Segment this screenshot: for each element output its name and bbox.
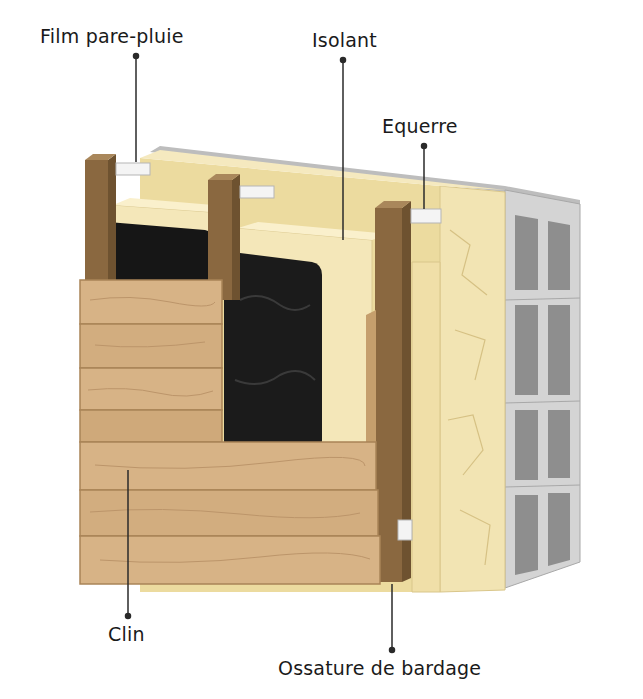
part-label: Film pare-pluie [40, 24, 184, 48]
leader-line [126, 54, 427, 653]
insulation-texture [448, 230, 490, 565]
cladding-batten [85, 154, 116, 300]
part-label: Isolant [312, 28, 377, 52]
insulation-strip [412, 262, 440, 592]
insulation-end [440, 186, 505, 592]
part-label: Equerre [382, 114, 458, 138]
part-label: Ossature de bardage [278, 656, 481, 680]
block-end [505, 190, 580, 588]
part-label: Clin [108, 622, 145, 646]
block-holes [515, 215, 570, 575]
cladding-batten [375, 201, 411, 582]
insulation-top [140, 150, 505, 190]
block-joint [505, 401, 580, 403]
film-wrinkle [235, 296, 315, 384]
block-joint [505, 298, 580, 300]
block-joint [505, 485, 580, 487]
cladding-plank [80, 280, 380, 584]
wood-grain [88, 297, 370, 562]
insulation-panel-top [238, 222, 390, 240]
